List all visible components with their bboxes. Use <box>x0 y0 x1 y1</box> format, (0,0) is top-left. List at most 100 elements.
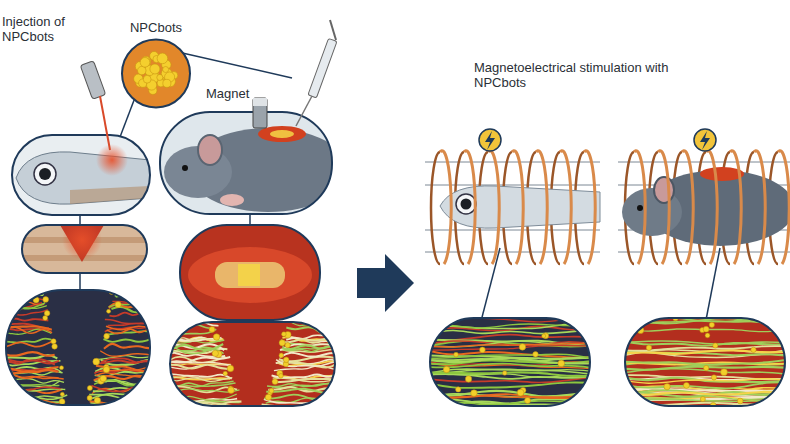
tissue-fiber <box>6 326 52 330</box>
npcbot-dot <box>664 384 670 390</box>
npcbot-dot <box>443 366 449 372</box>
tissue-fiber <box>430 358 590 364</box>
tissue-fiber <box>6 387 61 392</box>
tissue-fiber <box>170 394 237 400</box>
tissue-fiber <box>430 372 590 376</box>
zebrafish-scene <box>12 135 150 215</box>
npcbot-dot <box>265 394 271 400</box>
panel-outline <box>180 225 320 320</box>
tissue-fiber <box>6 342 52 347</box>
tissue-fiber <box>6 291 44 295</box>
npcbot-dot <box>517 389 524 396</box>
tissue-fiber <box>430 369 590 376</box>
npcbot-dot <box>227 365 234 372</box>
npcbot-dot <box>213 334 220 341</box>
tissue-fiber <box>625 346 785 351</box>
tissue-fiber <box>283 346 335 352</box>
tissue-fiber <box>101 358 150 365</box>
tissue-fiber <box>170 365 228 369</box>
panel-outline <box>160 112 332 214</box>
callout-label: Magnetoelectrical stimulation with NPCbo… <box>474 60 674 90</box>
tissue-fiber <box>6 367 59 374</box>
npcbot-dot <box>60 392 64 396</box>
npcbot-dot <box>87 385 92 390</box>
npcbot-cell <box>163 67 169 73</box>
zoom-circle: NPCbots <box>120 20 192 112</box>
mouse-scene <box>160 112 332 214</box>
tissue-fiber <box>6 310 48 317</box>
callout-label: Magnet <box>206 86 266 101</box>
tissue-fiber <box>170 377 232 382</box>
tissue-fiber <box>430 323 590 328</box>
tissue-fiber <box>6 358 59 363</box>
coil-winding <box>440 151 451 264</box>
npcbot-dot <box>519 344 526 351</box>
npcbot-dot <box>711 375 716 380</box>
npcbot-dot <box>209 327 215 333</box>
npcbot-dot <box>283 357 289 363</box>
npcbot-dot <box>525 397 531 403</box>
tissue-fiber <box>280 353 335 358</box>
tissue-fiber <box>6 369 58 373</box>
npcbot-dot <box>480 347 486 353</box>
npcbot-cell <box>140 57 150 67</box>
coil-winding <box>560 151 571 264</box>
npcbot-dot <box>44 310 50 316</box>
tissue-fiber <box>625 392 785 395</box>
tissue-fiber <box>170 344 223 350</box>
tissue-fiber <box>6 383 59 386</box>
npcbot-dot <box>269 388 274 393</box>
tissue-fiber <box>430 373 590 378</box>
npcbot-dot <box>43 316 48 321</box>
npcbot-dot <box>704 365 709 370</box>
npcbot-dot <box>43 297 49 303</box>
syringe <box>296 20 337 126</box>
coil-back <box>431 152 440 264</box>
coil-winding <box>536 151 547 264</box>
npcbot-cell <box>138 66 146 74</box>
tissue-fiber <box>6 352 55 356</box>
coil-winding <box>754 151 765 264</box>
npcbot-dot <box>104 333 110 339</box>
tissue-fiber <box>6 399 65 402</box>
coil-winding <box>464 151 475 264</box>
npcbot-dot <box>533 352 539 358</box>
tissue-fiber <box>286 327 335 334</box>
tissue-fiber <box>91 386 150 392</box>
npcbot-dot <box>212 350 218 356</box>
tissue-fiber <box>170 374 232 379</box>
coil-winding <box>706 151 717 264</box>
tissue-fiber <box>625 351 785 356</box>
fish-injury-site <box>22 225 147 273</box>
npcbot-dot <box>107 309 111 313</box>
npcbot-dot <box>558 360 565 367</box>
npcbot-dot <box>115 302 121 308</box>
tissue-fiber <box>264 395 335 400</box>
tissue-fiber <box>273 379 335 382</box>
tissue-fiber <box>113 290 150 293</box>
tissue-fiber <box>109 311 150 317</box>
zebrafish-in-coil <box>440 186 600 228</box>
tissue-fiber <box>6 358 55 365</box>
npcbot-dot <box>454 352 459 357</box>
npcbot-dot <box>641 318 647 322</box>
npcbot-dot <box>59 366 63 370</box>
npcbot-cell <box>143 75 151 83</box>
panel-outlines <box>6 290 785 406</box>
tissue-fiber <box>104 344 150 349</box>
npcbot-cell <box>157 74 163 80</box>
tissue-fiber <box>430 382 590 388</box>
mouse-injury-site <box>180 225 320 320</box>
npcbot-dot <box>705 333 710 338</box>
npcbot-dot <box>87 395 92 400</box>
npcbot-dot <box>502 371 506 375</box>
coil-winding <box>778 151 789 264</box>
npcbot-dot <box>93 358 100 365</box>
tissue-fiber <box>6 292 40 297</box>
tissue-fiber <box>625 359 785 364</box>
zoom-circle-outline <box>122 40 190 108</box>
npcbot-dot <box>51 339 56 344</box>
coil-winding <box>512 151 523 264</box>
npcbot-dot <box>279 353 284 358</box>
